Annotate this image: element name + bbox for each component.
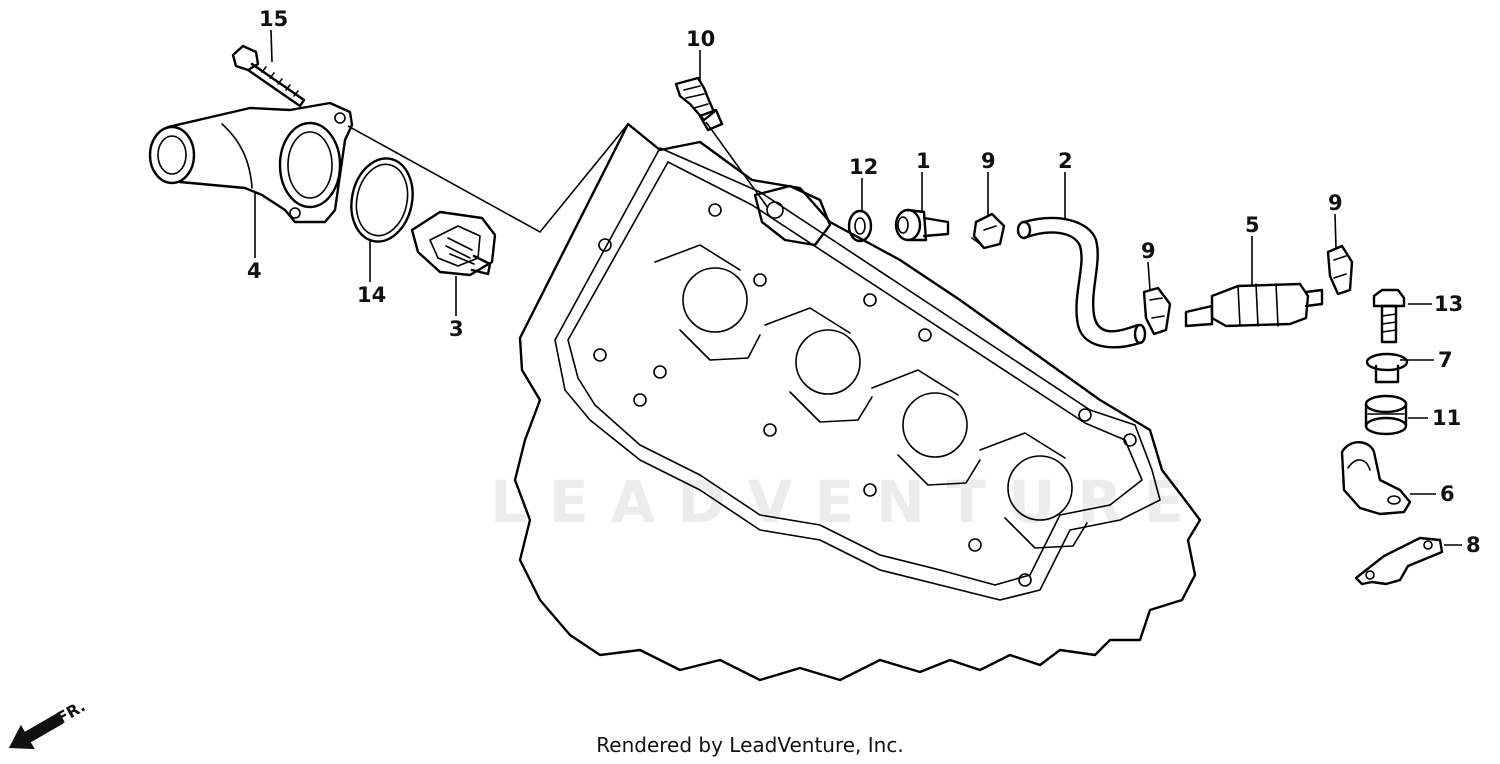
front-arrow-icon bbox=[8, 712, 64, 750]
callout-12: 12 bbox=[849, 155, 878, 179]
watermark: LEADVENTURE bbox=[490, 468, 1206, 536]
callout-15: 15 bbox=[259, 7, 288, 31]
o-ring-13[interactable] bbox=[344, 153, 420, 248]
water-filter-5[interactable] bbox=[1184, 282, 1324, 328]
clamp-bracket-6[interactable] bbox=[1340, 441, 1412, 516]
hose-clip-9b[interactable] bbox=[1142, 286, 1172, 336]
water-outlet-4[interactable] bbox=[148, 101, 354, 224]
callout-13: 14 bbox=[357, 283, 386, 307]
thermostat-3[interactable] bbox=[410, 210, 497, 277]
leader-lines bbox=[254, 29, 1462, 546]
sealing-washer-12[interactable] bbox=[847, 209, 873, 243]
hose-joint-1[interactable] bbox=[894, 208, 950, 242]
callout-6: 6 bbox=[1440, 482, 1455, 506]
callout-14: 13 bbox=[1434, 292, 1463, 316]
callout-7: 7 bbox=[1438, 348, 1453, 372]
callout-9-c: 9 bbox=[1328, 191, 1343, 215]
grommet-11[interactable] bbox=[1364, 394, 1408, 436]
callout-10: 10 bbox=[686, 27, 715, 51]
water-hose-2[interactable] bbox=[1016, 216, 1147, 349]
hose-clip-9c[interactable] bbox=[1326, 244, 1354, 296]
callout-4: 4 bbox=[247, 259, 262, 283]
bolt-14[interactable] bbox=[1372, 288, 1406, 344]
callout-3: 3 bbox=[449, 317, 464, 341]
temperature-sensor-10[interactable] bbox=[674, 76, 724, 132]
callout-8: 8 bbox=[1466, 533, 1481, 557]
callout-9-b: 9 bbox=[1141, 239, 1156, 263]
footer-credit: Rendered by LeadVenture, Inc. bbox=[596, 733, 904, 757]
callout-1: 1 bbox=[916, 149, 931, 173]
callout-5: 5 bbox=[1245, 213, 1260, 237]
callouts: 15 10 12 1 9 2 9 5 9 13 7 11 6 8 4 14 3 bbox=[247, 7, 1481, 557]
callout-2: 2 bbox=[1058, 149, 1073, 173]
flange-bolt-15[interactable] bbox=[231, 44, 306, 108]
callout-11: 11 bbox=[1432, 406, 1461, 430]
callout-9-a: 9 bbox=[981, 149, 996, 173]
collar-7[interactable] bbox=[1365, 352, 1409, 384]
cylinder-head[interactable] bbox=[513, 122, 1202, 682]
hose-clip-9a[interactable] bbox=[971, 212, 1006, 250]
stay-plate-8[interactable] bbox=[1354, 536, 1444, 586]
